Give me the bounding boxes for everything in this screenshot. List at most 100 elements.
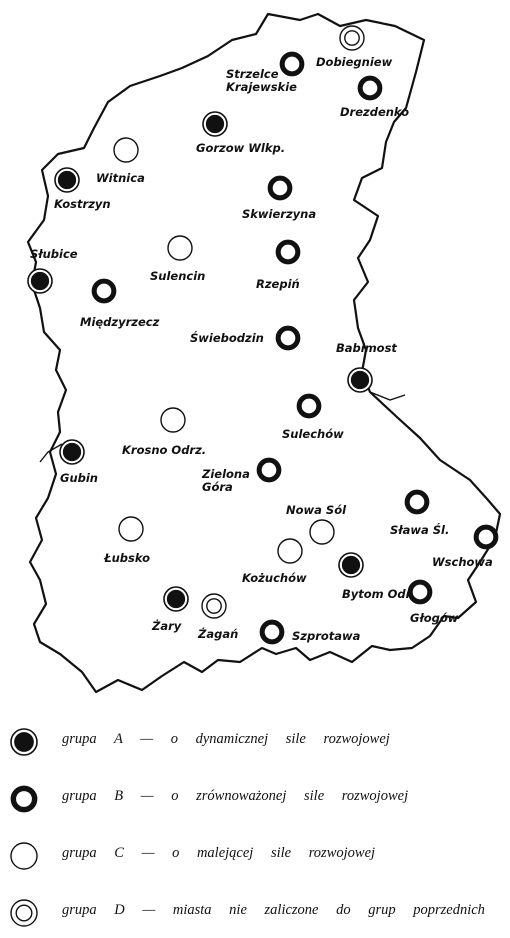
- group-c-symbol-icon: [10, 842, 38, 870]
- city-marker: Żary: [151, 586, 189, 633]
- legend-item: grupa A — o dynamicznej sile rozwojowej: [0, 722, 510, 762]
- group-b-symbol-icon: [256, 457, 282, 483]
- group-c-symbol-icon: [118, 516, 144, 542]
- group-b-symbol-icon: [267, 175, 293, 201]
- city-marker: Sulechów: [282, 393, 344, 441]
- city-label: Wschowa: [432, 555, 493, 569]
- legend-label: grupa A — o dynamicznej sile rozwojowej: [62, 731, 390, 747]
- group-b-symbol-icon: [357, 75, 383, 101]
- city-label: Świebodzin: [190, 330, 264, 345]
- group-b-symbol-icon: [473, 524, 499, 550]
- city-label: Skwierzyna: [242, 207, 316, 221]
- city-marker: Żagań: [197, 593, 238, 641]
- city-label: Gorzow Wlkp.: [196, 141, 285, 155]
- group-c-symbol-icon: [113, 137, 139, 163]
- city-label: Szprotawa: [292, 629, 361, 643]
- legend-symbol: [10, 842, 38, 870]
- city-label: Łubsko: [103, 551, 150, 565]
- city-marker: Krosno Odrz.: [122, 407, 206, 457]
- cities-layer: DobiegniewStrzelceKrajewskieDrezdenkoGor…: [27, 25, 499, 645]
- city-label: Góra: [202, 480, 233, 494]
- river-line: [39, 443, 63, 463]
- city-marker: Łubsko: [103, 516, 150, 565]
- legend-label: grupa C — o malejącej sile rozwojowej: [62, 845, 376, 861]
- city-label: Witnica: [96, 171, 145, 185]
- city-label: Kostrzyn: [54, 197, 111, 211]
- city-label: Słubice: [30, 247, 78, 261]
- city-label: Drezdenko: [340, 105, 409, 119]
- city-marker: Międzyrzecz: [80, 278, 160, 329]
- legend-symbol: [10, 899, 38, 927]
- city-marker: Gubin: [59, 439, 98, 485]
- group-b-symbol-icon: [296, 393, 322, 419]
- group-a-symbol-icon: [27, 268, 53, 294]
- legend-symbol: [10, 785, 38, 813]
- city-label: Głogów: [410, 611, 459, 625]
- city-label: Dobiegniew: [316, 55, 393, 69]
- legend-item: grupa C — o malejącej sile rozwojowej: [0, 836, 510, 876]
- group-b-symbol-icon: [275, 239, 301, 265]
- legend-label: grupa D — miasta nie zaliczone do grup p…: [62, 902, 485, 918]
- city-marker: Sulencin: [150, 235, 205, 283]
- city-label: Sulencin: [150, 269, 205, 283]
- legend: grupa A — o dynamicznej sile rozwojowej g…: [0, 712, 510, 938]
- group-c-symbol-icon: [167, 235, 193, 261]
- city-marker: Głogów: [407, 579, 459, 625]
- city-marker: Babimost: [336, 341, 397, 393]
- city-marker: Wschowa: [432, 524, 499, 569]
- river-line: [369, 391, 406, 401]
- city-label: Żary: [151, 618, 182, 633]
- city-marker: Kostrzyn: [54, 167, 111, 211]
- map-canvas: DobiegniewStrzelceKrajewskieDrezdenkoGor…: [26, 12, 502, 694]
- group-a-symbol-icon: [10, 728, 38, 756]
- group-b-symbol-icon: [91, 278, 117, 304]
- group-d-symbol-icon: [339, 25, 365, 51]
- city-marker: Gorzow Wlkp.: [196, 111, 285, 155]
- city-marker: Słubice: [27, 247, 78, 294]
- city-label: Sława Śl.: [390, 522, 449, 537]
- city-marker: Bytom Odrz.: [338, 552, 422, 601]
- group-c-symbol-icon: [277, 538, 303, 564]
- legend-item: grupa D — miasta nie zaliczone do grup p…: [0, 893, 510, 933]
- group-d-symbol-icon: [10, 899, 38, 927]
- group-a-symbol-icon: [54, 167, 80, 193]
- group-c-symbol-icon: [160, 407, 186, 433]
- city-label: Babimost: [336, 341, 397, 355]
- city-marker: Sława Śl.: [390, 489, 449, 537]
- legend-item: grupa B — o zrównoważonej sile rozwojowe…: [0, 779, 510, 819]
- city-label: Zielona: [201, 467, 250, 481]
- city-marker: Drezdenko: [340, 75, 409, 119]
- city-marker: Witnica: [96, 137, 145, 185]
- city-label: Krajewskie: [226, 80, 297, 94]
- group-b-symbol-icon: [404, 489, 430, 515]
- legend-symbol: [10, 728, 38, 756]
- region-border: [26, 12, 502, 694]
- group-b-symbol-icon: [10, 785, 38, 813]
- city-label: Nowa Sól: [286, 503, 347, 517]
- group-c-symbol-icon: [309, 519, 335, 545]
- city-marker: Nowa Sól: [286, 503, 347, 545]
- city-label: Międzyrzecz: [80, 315, 160, 329]
- city-label: Gubin: [60, 471, 98, 485]
- city-label: Żagań: [197, 626, 238, 641]
- group-a-symbol-icon: [163, 586, 189, 612]
- city-marker: Dobiegniew: [316, 25, 393, 69]
- group-a-symbol-icon: [59, 439, 85, 465]
- city-label: Rzepiń: [256, 277, 300, 291]
- group-d-symbol-icon: [201, 593, 227, 619]
- city-marker: Szprotawa: [259, 619, 361, 645]
- city-label: Bytom Odrz.: [342, 587, 422, 601]
- group-a-symbol-icon: [338, 552, 364, 578]
- city-marker: Rzepiń: [256, 239, 301, 291]
- city-marker: Świebodzin: [190, 325, 301, 351]
- group-a-symbol-icon: [347, 367, 373, 393]
- group-b-symbol-icon: [407, 579, 433, 605]
- city-label: Krosno Odrz.: [122, 443, 206, 457]
- city-marker: Skwierzyna: [242, 175, 316, 221]
- city-marker: Kożuchów: [242, 538, 307, 585]
- city-label: Strzelce: [226, 67, 279, 81]
- group-b-symbol-icon: [275, 325, 301, 351]
- group-b-symbol-icon: [259, 619, 285, 645]
